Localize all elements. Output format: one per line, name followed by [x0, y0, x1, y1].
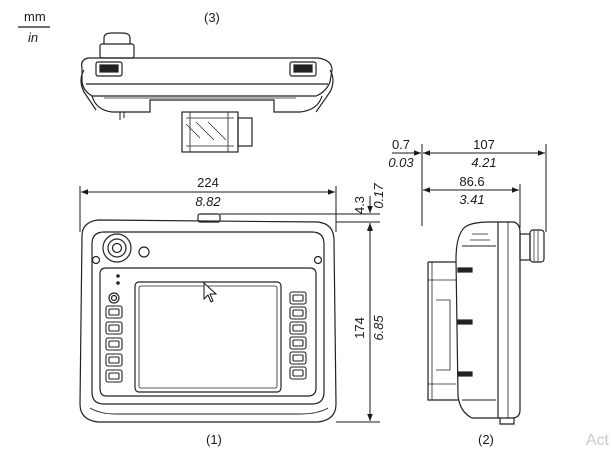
front-view-label: (1) [206, 432, 222, 447]
front-protrusion-mm: 4.3 [352, 196, 367, 214]
side-offset-dimension [392, 144, 547, 232]
front-left-keys [105, 305, 123, 383]
side-body-depth-dimension [423, 184, 521, 228]
side-depth-in: 4.21 [471, 155, 496, 170]
side-view [427, 221, 545, 425]
front-width-mm: 224 [197, 175, 219, 190]
front-view [79, 213, 337, 423]
top-view-label: (3) [204, 10, 220, 25]
unit-secondary: in [28, 30, 38, 45]
front-right-keys [289, 291, 307, 380]
front-height-mm: 174 [352, 317, 367, 339]
side-view-label: (2) [478, 432, 494, 447]
front-height-in: 6.85 [371, 315, 386, 341]
side-body-depth-in: 3.41 [459, 192, 484, 207]
top-view [80, 32, 334, 153]
side-offset-mm: 0.7 [392, 137, 410, 152]
cursor-icon [203, 281, 218, 303]
unit-legend: mm in [18, 9, 50, 45]
front-width-in: 8.82 [195, 194, 221, 209]
front-width-dimension [79, 186, 337, 232]
front-protrusion-in: 0.17 [371, 183, 386, 209]
front-height-dimension [336, 224, 380, 423]
side-depth-mm: 107 [473, 137, 495, 152]
side-offset-in: 0.03 [388, 155, 414, 170]
watermark-text: Act [585, 432, 609, 449]
unit-primary: mm [24, 9, 46, 24]
side-body-depth-mm: 86.6 [459, 174, 484, 189]
